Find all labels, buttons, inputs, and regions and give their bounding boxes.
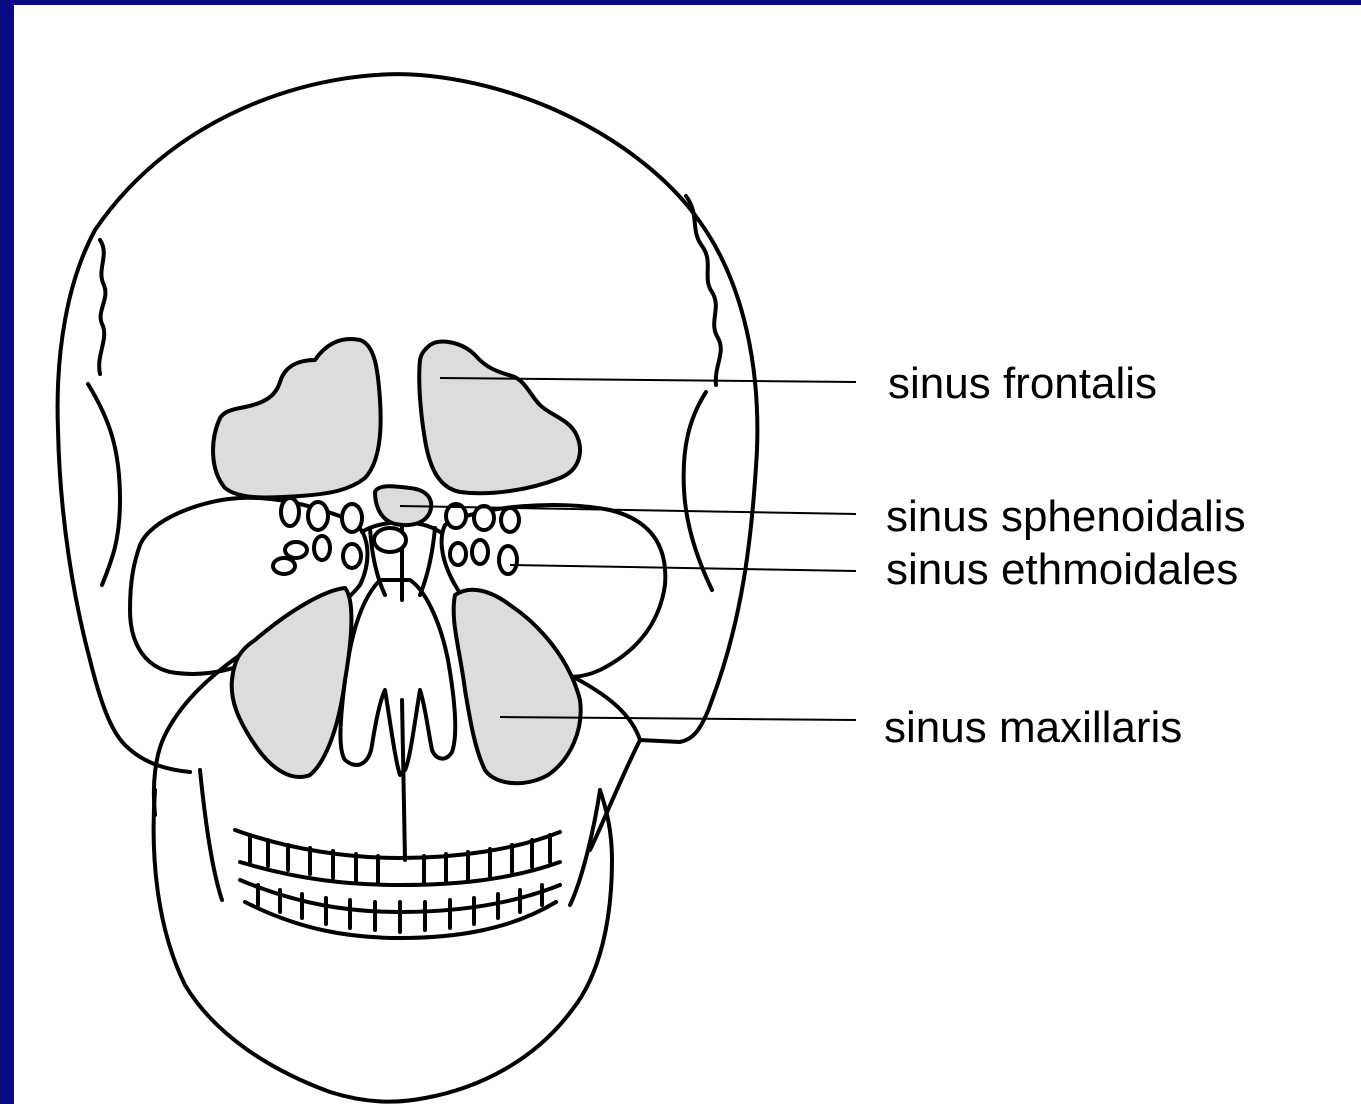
cranium-outline-left	[58, 230, 190, 772]
mandible-left-ramus	[200, 770, 222, 900]
ethmoid-cell	[343, 544, 361, 568]
leader-line-sphenoidalis	[400, 506, 856, 514]
ethmoid-cell	[273, 558, 295, 574]
right-temporal-fossa	[684, 392, 712, 590]
ethmoid-cell	[285, 542, 307, 558]
maxillary-sinus-left	[232, 588, 352, 777]
cranium-outline	[95, 74, 757, 850]
frontal-sinus-left	[213, 339, 381, 497]
frontal-sinus-right	[419, 342, 580, 494]
ethmoid-cell	[281, 498, 299, 526]
ethmoid-cell	[450, 543, 466, 565]
nasal-aperture	[340, 580, 455, 775]
left-temporal-line	[99, 240, 105, 374]
ethmoid-cell	[501, 508, 519, 532]
leader-line-ethmoidales	[510, 565, 856, 571]
label-sinus-frontalis: sinus frontalis	[888, 362, 1157, 406]
label-sinus-ethmoidales: sinus ethmoidales	[886, 548, 1238, 592]
ethmoid-cell	[342, 504, 362, 532]
maxillary-sinus-right	[454, 590, 581, 783]
ethmoid-cell	[474, 506, 494, 530]
label-sinus-maxillaris: sinus maxillaris	[884, 706, 1182, 750]
ethmoid-cell	[374, 528, 406, 552]
mandible-right-ramus	[570, 790, 600, 905]
ethmoid-cell	[314, 536, 330, 560]
ethmoid-cell	[499, 546, 517, 574]
left-temporal-fossa	[88, 384, 120, 585]
nasal-septum	[402, 520, 405, 860]
ethmoid-cell	[472, 540, 488, 564]
left-zygomatic	[154, 655, 240, 815]
label-sinus-sphenoidalis: sinus sphenoidalis	[886, 495, 1246, 539]
ethmoid-cell	[308, 502, 328, 530]
